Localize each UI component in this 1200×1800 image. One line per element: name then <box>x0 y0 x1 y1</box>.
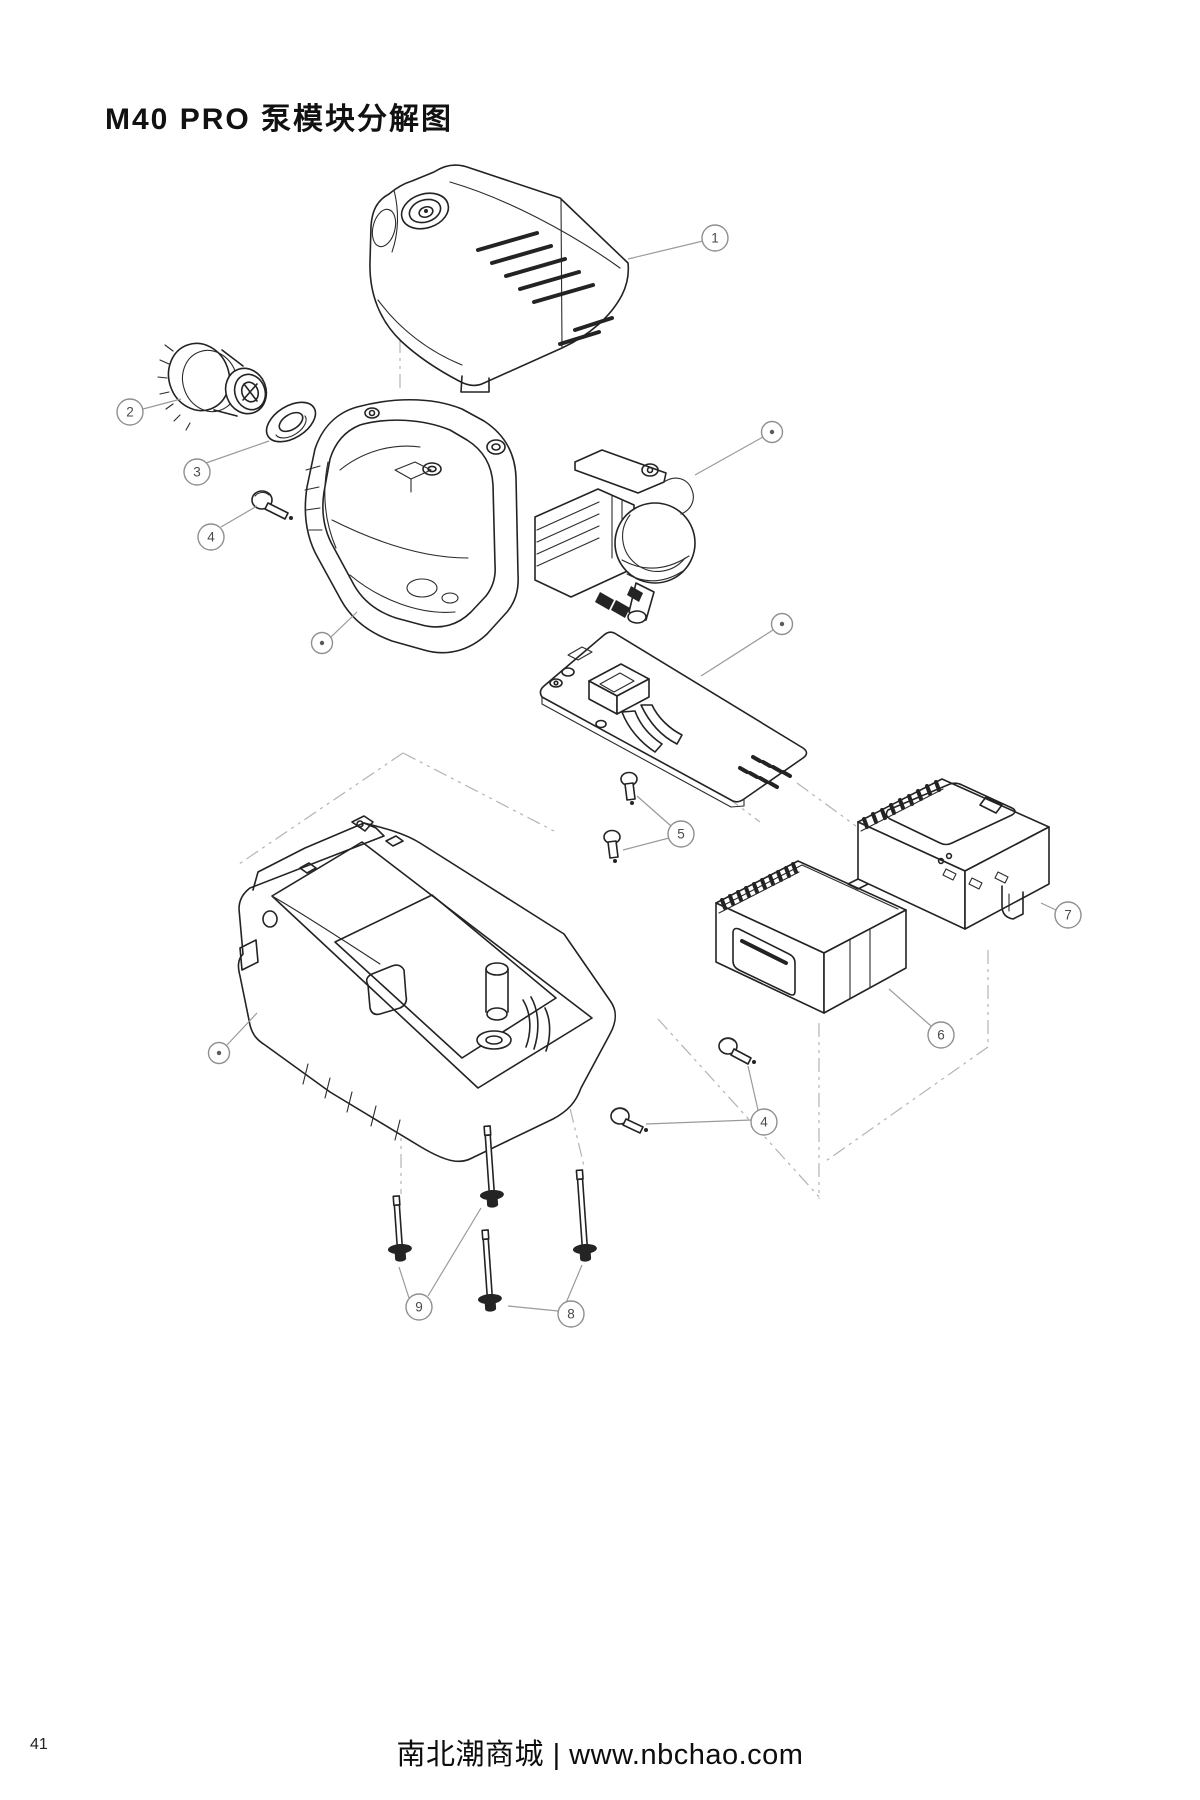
callout-9-label: 9 <box>415 1300 423 1315</box>
callout-4-upper-label: 4 <box>207 530 215 545</box>
part-top-cover <box>369 164 630 393</box>
part-motor-assembly <box>534 449 696 624</box>
footer-site-text: 南北潮商城 | www.nbchao.com <box>396 1739 804 1771</box>
leader-lines <box>142 240 1057 1312</box>
page-title: M40 PRO 泵模块分解图 <box>105 103 454 136</box>
callout-6: 6 <box>927 1021 955 1049</box>
callout-5-label: 5 <box>677 827 685 842</box>
callout-1-label: 1 <box>711 231 719 246</box>
callout-4-lower-label: 4 <box>760 1115 768 1130</box>
part-control-module <box>857 778 1050 930</box>
part-circuit-board <box>539 631 808 808</box>
callout-dot-motor <box>760 420 784 444</box>
callout-8-label: 8 <box>567 1307 575 1322</box>
part-washer <box>265 401 317 443</box>
part-inlet-cap <box>157 342 268 431</box>
callout-dot-pcb <box>770 612 794 636</box>
page-number: 41 <box>30 1736 48 1753</box>
part-screw-upper <box>251 490 293 520</box>
callout-3-label: 3 <box>193 465 201 480</box>
part-screws-5 <box>603 771 638 863</box>
callout-2-label: 2 <box>126 405 134 420</box>
callout-4-upper: 4 <box>197 523 225 551</box>
callout-2: 2 <box>116 398 144 426</box>
callout-dot-housing <box>310 631 334 655</box>
callout-3: 3 <box>183 458 211 486</box>
callout-dot-case <box>207 1041 231 1065</box>
callout-7: 7 <box>1054 901 1082 929</box>
part-battery-module <box>715 860 907 1014</box>
part-bottom-case <box>237 815 617 1163</box>
callout-1: 1 <box>701 224 729 252</box>
callout-9: 9 <box>405 1293 433 1321</box>
part-pump-housing <box>304 399 519 654</box>
callout-4-lower: 4 <box>750 1108 778 1136</box>
callout-5: 5 <box>667 820 695 848</box>
callout-8: 8 <box>557 1300 585 1328</box>
part-screws-4-lower <box>610 1037 756 1134</box>
callout-7-label: 7 <box>1064 908 1072 923</box>
part-long-screws <box>387 1125 597 1312</box>
callout-6-label: 6 <box>937 1028 945 1043</box>
